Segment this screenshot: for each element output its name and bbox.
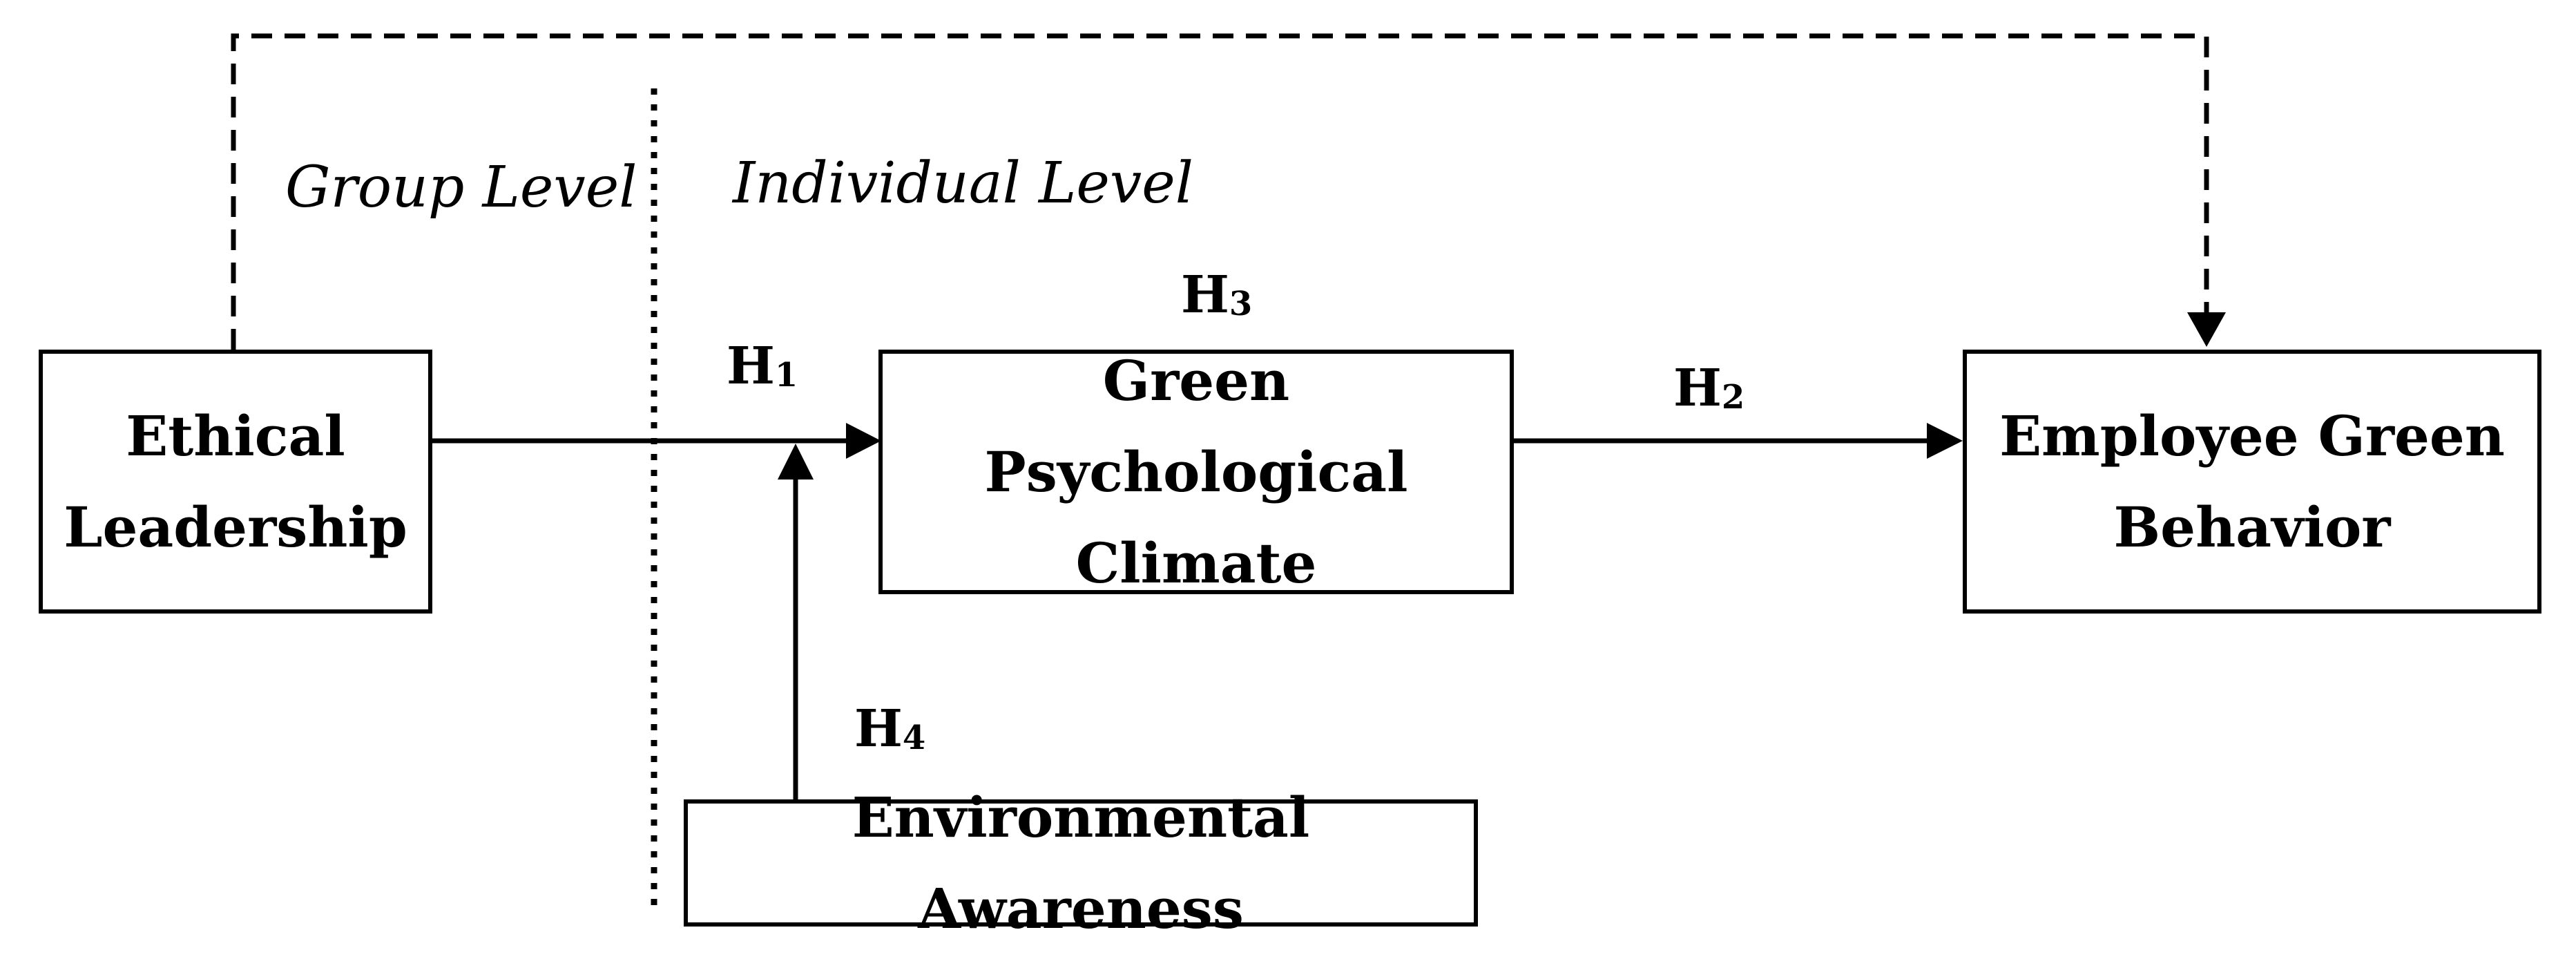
hypothesis-h3-label: H3 — [1181, 265, 1253, 325]
ethical-leadership-box: Ethical Leadership — [39, 350, 432, 614]
h2-arrowhead — [1927, 423, 1963, 459]
ethical-leadership-line-1: Ethical — [126, 403, 345, 468]
hypothesis-h1-label: H1 — [727, 336, 798, 396]
green-psychological-climate-line-1: Green Psychological — [984, 348, 1408, 504]
direct-effect-arrowhead — [2187, 312, 2226, 347]
ethical-leadership-line-2: Leadership — [64, 495, 407, 560]
environmental-awareness-line-1: Environmental Awareness — [852, 785, 1310, 941]
direct-effect-dashed-arrow — [231, 33, 2209, 350]
employee-green-behavior-line-2: Behavior — [2113, 495, 2391, 560]
h4-arrowhead — [778, 444, 814, 480]
h1-arrowhead — [846, 423, 881, 459]
green-psychological-climate-line-2: Climate — [1075, 531, 1317, 596]
hypothesis-h2-label: H2 — [1673, 359, 1745, 418]
environmental-awareness-box: Environmental Awareness — [684, 785, 1478, 941]
employee-green-behavior-line-1: Employee Green — [1999, 403, 2505, 468]
green-psychological-climate-box: Green Psychological Climate — [878, 348, 1514, 596]
hypothesis-h4-label: H4 — [854, 699, 926, 759]
individual-level-label: Individual Level — [733, 151, 1194, 216]
employee-green-behavior-box: Employee Green Behavior — [1963, 350, 2541, 614]
group-level-label: Group Level — [285, 155, 637, 220]
